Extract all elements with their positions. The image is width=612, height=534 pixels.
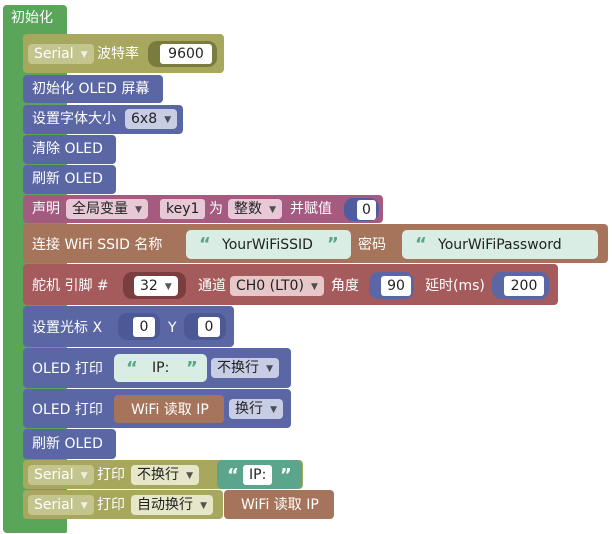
quote-open-icon: “ (227, 465, 239, 486)
scope-dropdown[interactable]: 全局变量 ▼ (66, 199, 148, 219)
ssid-field[interactable]: YourWiFiSSID (216, 235, 319, 255)
dropdown-arrow-icon: ▼ (80, 50, 88, 60)
dropdown-arrow-icon: ▼ (164, 115, 172, 125)
init-label: 初始化 (11, 10, 53, 26)
oled-refresh-label: 刷新 OLED (32, 171, 103, 187)
serial-port-value: Serial (34, 497, 74, 513)
newline-mode-value: 换行 (235, 401, 263, 417)
type-dropdown[interactable]: 整数 ▼ (228, 199, 282, 219)
newline-mode-value: 不换行 (137, 467, 179, 483)
font-size-label: 设置字体大小 (32, 111, 116, 127)
quote-close-icon: ” (327, 234, 339, 255)
serial-print-label: 打印 (97, 497, 125, 513)
cursor-y-value[interactable]: 0 (198, 317, 220, 337)
ip-text-field[interactable]: IP: (146, 358, 176, 378)
serial-print-label: 打印 (97, 467, 125, 483)
baud-value[interactable]: 9600 (160, 44, 212, 64)
oled-print-label: OLED 打印 (32, 361, 103, 377)
cursor-y-label: Y (168, 320, 177, 336)
scope-value: 全局变量 (72, 201, 128, 217)
newline-mode-value: 不换行 (217, 360, 259, 376)
serial-port-dropdown[interactable]: Serial ▼ (28, 465, 94, 485)
wifi-read-ip-label: WiFi 读取 IP (131, 402, 209, 418)
as-label: 为 (209, 201, 223, 217)
oled-clear-label: 清除 OLED (32, 141, 103, 157)
dropdown-arrow-icon: ▼ (80, 501, 88, 511)
wifi-read-ip-block[interactable] (224, 490, 334, 519)
password-label: 密码 (358, 237, 386, 253)
type-value: 整数 (234, 201, 262, 217)
oled-refresh-block[interactable] (23, 429, 116, 459)
ip-text-field[interactable]: IP: (243, 465, 273, 485)
quote-open-icon: “ (126, 358, 138, 379)
dropdown-arrow-icon: ▼ (80, 471, 88, 481)
serial-port-value: Serial (34, 46, 74, 62)
declare-value[interactable]: 0 (357, 200, 376, 220)
dropdown-arrow-icon: ▼ (266, 364, 273, 374)
font-size-dropdown[interactable]: 6x8 ▼ (125, 109, 178, 129)
dropdown-arrow-icon: ▼ (186, 471, 193, 481)
oled-print-label: OLED 打印 (32, 402, 103, 418)
serial-port-dropdown[interactable]: Serial ▼ (28, 495, 94, 515)
assign-label: 并赋值 (290, 201, 332, 217)
newline-mode-dropdown[interactable]: 不换行 ▼ (131, 465, 199, 485)
oled-clear-block[interactable] (23, 135, 116, 164)
newline-mode-dropdown[interactable]: 自动换行 ▼ (131, 495, 213, 515)
declare-label: 声明 (32, 201, 60, 217)
cursor-x-value[interactable]: 0 (133, 317, 155, 337)
quote-close-icon: ” (186, 358, 198, 379)
quote-close-icon: ” (280, 465, 292, 486)
newline-mode-dropdown[interactable]: 换行 ▼ (229, 399, 283, 419)
pin-value: 32 (140, 278, 158, 294)
dropdown-arrow-icon: ▼ (270, 405, 277, 415)
init-hat-extension (3, 5, 65, 35)
angle-label: 角度 (331, 278, 359, 294)
dropdown-arrow-icon: ▼ (135, 205, 142, 215)
serial-port-dropdown[interactable]: Serial ▼ (28, 44, 94, 64)
serial-port-value: Serial (34, 467, 74, 483)
wifi-read-ip-label: WiFi 读取 IP (241, 497, 319, 513)
quote-open-icon: “ (199, 234, 211, 255)
oled-refresh-block[interactable] (23, 165, 116, 194)
newline-mode-dropdown[interactable]: 不换行 ▼ (211, 358, 279, 378)
newline-mode-value: 自动换行 (137, 497, 193, 513)
quote-open-icon: “ (415, 234, 427, 255)
channel-value: CH0 (LT0) (236, 278, 304, 294)
init-block-bottom (3, 518, 67, 530)
oled-init-block[interactable] (23, 75, 163, 103)
pin-dropdown[interactable]: 32 ▼ (134, 276, 178, 296)
variable-name-field[interactable]: key1 (160, 199, 206, 219)
password-field[interactable]: YourWiFiPassword (432, 235, 568, 255)
dropdown-arrow-icon: ▼ (311, 282, 318, 292)
delay-label: 延时(ms) (425, 278, 485, 294)
cursor-label: 设置光标 X (32, 320, 103, 336)
dropdown-arrow-icon: ▼ (269, 205, 276, 215)
channel-label: 通道 (198, 278, 226, 294)
servo-label: 舵机 引脚 # (32, 278, 109, 294)
delay-value[interactable]: 200 (504, 276, 544, 296)
channel-dropdown[interactable]: CH0 (LT0) ▼ (230, 276, 324, 296)
dropdown-arrow-icon: ▼ (200, 501, 207, 511)
font-size-value: 6x8 (131, 111, 158, 127)
oled-refresh-label: 刷新 OLED (32, 436, 103, 452)
wifi-read-ip-block[interactable] (114, 395, 224, 423)
wifi-label: 连接 WiFi SSID 名称 (32, 237, 163, 253)
baud-label: 波特率 (97, 46, 139, 62)
oled-init-label: 初始化 OLED 屏幕 (32, 81, 150, 97)
dropdown-arrow-icon: ▼ (164, 282, 172, 292)
angle-value[interactable]: 90 (381, 276, 411, 296)
